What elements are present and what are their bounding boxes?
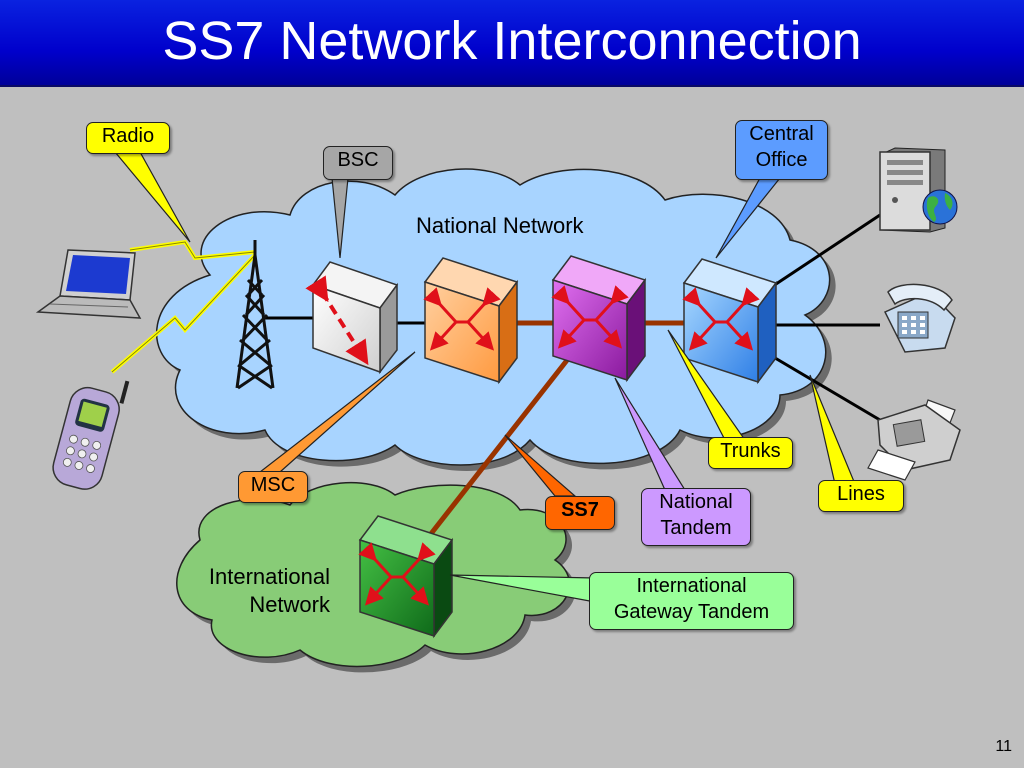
national-tandem-switch-icon xyxy=(551,255,647,383)
telephone-icon xyxy=(883,283,956,353)
central-office-callout-line1: Central xyxy=(749,123,814,145)
radio-tower-icon xyxy=(235,240,275,390)
central-office-callout-line2: Office xyxy=(755,149,808,171)
bsc-switch-icon xyxy=(305,261,399,375)
international-network-label-line1: International xyxy=(208,564,330,589)
radio-links xyxy=(110,239,257,374)
national-tandem-callout-line2: Tandem xyxy=(660,517,732,539)
central-office-switch-icon xyxy=(682,258,778,385)
igt-callout-line2: Gateway Tandem xyxy=(613,601,770,623)
fax-icon xyxy=(867,399,961,481)
international-gateway-switch-icon xyxy=(358,515,454,639)
igt-callout-line1: International xyxy=(636,575,747,597)
laptop-icon xyxy=(35,249,142,319)
trunks-callout: Trunks xyxy=(708,437,793,469)
computer-globe-icon xyxy=(879,147,958,233)
ss7-callout: SS7 xyxy=(545,496,615,530)
international-network-label: International Network xyxy=(178,563,330,619)
national-network-label: National Network xyxy=(416,213,584,238)
msc-switch-icon xyxy=(423,257,519,385)
mobile-phone-icon xyxy=(52,380,130,490)
national-tandem-callout-line1: National xyxy=(659,491,733,513)
lines-callout: Lines xyxy=(818,480,904,512)
slide-title: SS7 Network Interconnection xyxy=(162,11,862,71)
international-network-label-line2: Network xyxy=(249,592,330,617)
radio-callout: Radio xyxy=(86,122,170,154)
international-gateway-tandem-callout: International Gateway Tandem xyxy=(589,572,794,630)
title-bar: SS7 Network Interconnection xyxy=(0,0,1024,87)
connections xyxy=(262,213,881,537)
slide-number: 11 xyxy=(995,738,1012,755)
central-office-callout: Central Office xyxy=(735,120,828,180)
bsc-callout: BSC xyxy=(323,146,393,180)
national-tandem-callout: National Tandem xyxy=(641,488,751,546)
msc-callout: MSC xyxy=(238,471,308,503)
